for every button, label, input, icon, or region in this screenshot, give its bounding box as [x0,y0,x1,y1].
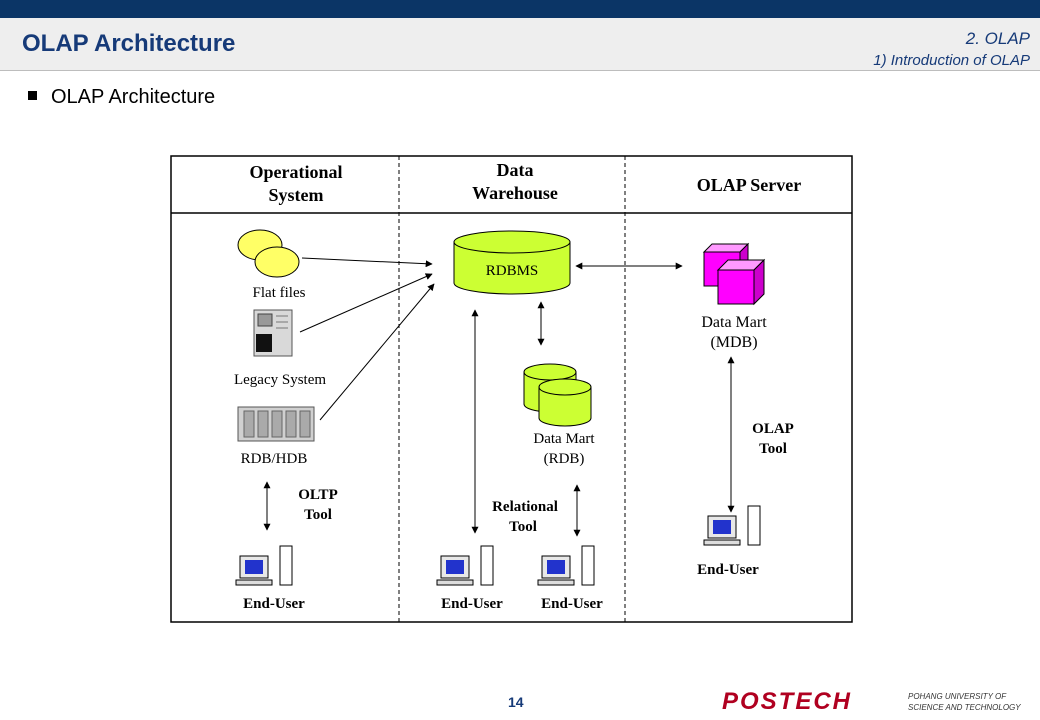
end-user-computer-icon [703,505,761,546]
end-user-computer-icon [436,545,494,586]
column-header-warehouse: Data [497,160,534,180]
end-user-computer-icon [537,545,595,586]
logo-subtitle-line1: POHANG UNIVERSITY OF [908,692,1007,701]
flat-files-label: Flat files [253,285,306,301]
data-mart-rdb-label-2: (RDB) [544,451,585,467]
oltp-tool-label: OLTP [298,487,337,503]
arrow-legacy-to-rdbms [299,273,433,333]
olap-tool-label-2: Tool [759,441,787,457]
end-user-label: End-User [541,596,603,612]
flat-files-icon [237,229,300,278]
title-bar [0,18,1040,71]
end-user-label: End-User [441,596,503,612]
data-mart-rdb-label: Data Mart [533,431,595,447]
column-header-operational-2: System [269,185,324,205]
rdbms-label: RDBMS [486,263,539,279]
diagram-frame [170,155,853,623]
section-indicator: 2. OLAP 1) Introduction of OLAP [873,28,1030,72]
end-user-label: End-User [697,562,759,578]
column-header-warehouse-2: Warehouse [472,183,558,203]
relational-tool-label: Relational [492,499,558,515]
arrow-rdbhdb-to-rdbms [319,283,435,421]
page-number: 14 [508,694,524,710]
data-mart-rdb-icon [523,363,592,427]
logo-wordmark: POSTECH [722,688,852,714]
oltp-tool-label-2: Tool [304,507,332,523]
olap-tool-label: OLAP [752,421,794,437]
bullet-item: OLAP Architecture [28,86,215,109]
section-chapter: 2. OLAP [965,29,1030,48]
legacy-system-icon [253,309,293,357]
postech-logo: POSTECH POHANG UNIVERSITY OF SCIENCE AND… [722,688,1021,714]
legacy-system-label: Legacy System [234,372,326,388]
data-mart-mdb-label-2: (MDB) [710,334,757,351]
relational-tool-label-2: Tool [509,519,537,535]
top-color-bar [0,0,1040,18]
section-subtopic: 1) Introduction of OLAP [873,52,1030,69]
rdbms-cylinder-icon [453,230,571,295]
bullet-square-icon [28,91,37,101]
column-header-operational: Operational [250,162,343,182]
end-user-computer-icon [235,545,293,586]
data-mart-mdb-icon [702,242,766,306]
logo-subtitle-line2: SCIENCE AND TECHNOLOGY [908,703,1021,712]
rdb-hdb-icon [237,406,315,442]
bullet-text: OLAP Architecture [51,86,216,108]
end-user-label: End-User [243,596,305,612]
column-header-olap-server: OLAP Server [697,175,801,195]
data-mart-mdb-label: Data Mart [701,314,767,331]
arrow-flatfiles-to-rdbms [301,257,433,268]
rdb-hdb-label: RDB/HDB [241,451,308,467]
slide-title: OLAP Architecture [22,30,236,57]
